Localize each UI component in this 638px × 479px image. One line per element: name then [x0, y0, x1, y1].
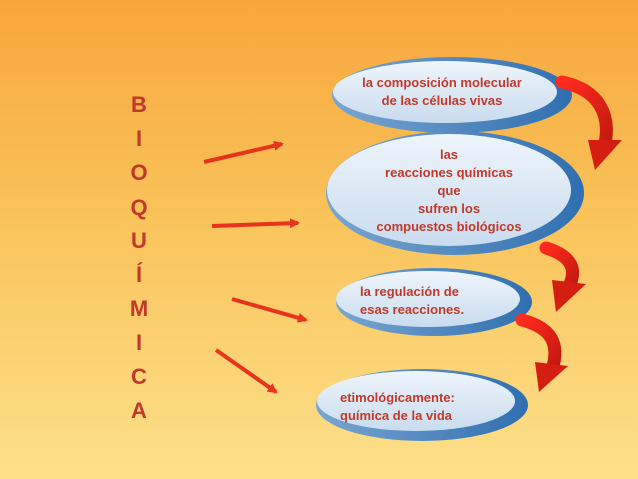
letter-a: A: [131, 398, 147, 423]
oval-4-line-2: química de la vida: [340, 408, 452, 423]
arrow-3: [231, 297, 308, 323]
letter-i: I: [135, 126, 143, 151]
oval-2-line-2: reacciones químicas: [385, 165, 513, 180]
oval-3-line-2: esas reacciones.: [360, 302, 465, 317]
oval-4-line-1: etimológicamente:: [340, 390, 455, 405]
arrow-2: [211, 218, 300, 229]
oval-2-line-5: compuestos biológicos: [376, 219, 522, 234]
oval-1-text: la composición molecular de las células …: [335, 74, 549, 110]
oval-2-line-4: sufren los: [417, 201, 481, 216]
letter-c: C: [131, 364, 147, 389]
arrow-4: [214, 348, 278, 394]
oval-2-line-1: las: [439, 147, 459, 162]
oval-1-line-2: de las células vivas: [381, 93, 503, 108]
oval-3-text: la regulación de esas reacciones.: [360, 283, 510, 319]
letter-o: O: [130, 160, 148, 185]
curved-arrow-3: [515, 313, 568, 392]
letter-q: Q: [130, 195, 148, 220]
oval-2: [326, 131, 584, 255]
oval-1-line-1: la composición molecular: [362, 75, 522, 90]
letter-u: U: [131, 228, 147, 253]
letter-i-accent: Í: [135, 262, 143, 287]
oval-4: [316, 369, 528, 441]
curved-arrow-2: [539, 241, 586, 312]
oval-3: [336, 268, 532, 336]
curved-arrow-1: [555, 75, 622, 170]
letter-b: B: [131, 92, 147, 117]
oval-2-text: las reacciones químicas que sufren los c…: [342, 146, 556, 236]
arrow-1: [203, 140, 284, 164]
letter-i-2: I: [135, 330, 143, 355]
oval-2-line-3: que: [437, 183, 461, 198]
oval-1: [332, 57, 572, 133]
oval-3-line-1: la regulación de: [360, 284, 459, 299]
letter-m: M: [129, 296, 149, 321]
oval-4-text: etimológicamente: química de la vida: [340, 389, 500, 425]
